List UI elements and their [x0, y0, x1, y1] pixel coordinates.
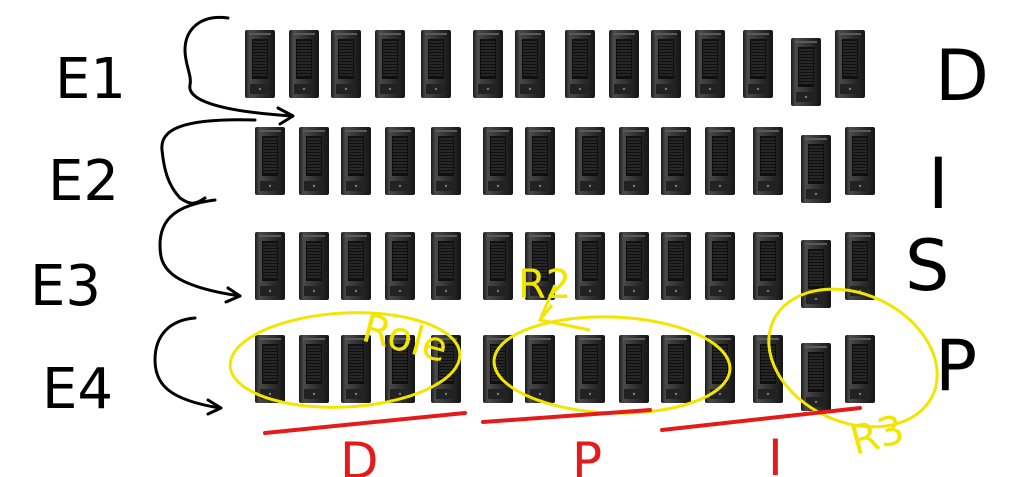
server-tower-icon [298, 126, 330, 196]
underline-1 [263, 411, 467, 435]
server-tower-icon [574, 126, 606, 196]
arrow-e4 [206, 398, 223, 416]
bottom-label-p: P [572, 432, 602, 477]
server-tower-icon [288, 29, 320, 99]
side-label-d: D [935, 35, 989, 117]
server-tower-icon [844, 126, 876, 196]
server-tower-icon [790, 37, 822, 107]
bottom-label-i: I [768, 429, 783, 477]
server-tower-icon [660, 334, 692, 404]
server-tower-icon [608, 29, 640, 99]
side-label-s: S [905, 225, 949, 307]
brace-e1 [183, 15, 294, 118]
server-tower-icon [752, 126, 784, 196]
server-tower-icon [524, 334, 556, 404]
server-tower-icon [298, 231, 330, 301]
ellipse-role [228, 311, 462, 409]
server-tower-icon [844, 334, 876, 404]
server-tower-icon [800, 342, 832, 412]
arrow-e3 [224, 286, 242, 304]
server-tower-icon [660, 231, 692, 301]
arrow-r2 [537, 284, 591, 332]
server-tower-icon [298, 334, 330, 404]
server-tower-icon [420, 29, 452, 99]
server-tower-icon [430, 126, 462, 196]
underline-strokes [263, 406, 862, 435]
server-tower-icon [524, 126, 556, 196]
server-tower-icon [618, 334, 650, 404]
server-tower-icon [330, 29, 362, 99]
server-tower-icon [514, 29, 546, 99]
server-tower-icon [254, 126, 286, 196]
server-tower-icon [254, 334, 286, 404]
server-tower-icon [800, 134, 832, 204]
brace-connectors [153, 15, 295, 416]
row-label-e3: E3 [30, 254, 101, 319]
server-tower-icon [340, 231, 372, 301]
server-tower-icon [340, 126, 372, 196]
side-label-p: P [935, 325, 977, 407]
bottom-label-d: D [340, 432, 379, 477]
server-tower-icon [742, 29, 774, 99]
server-tower-icon [800, 239, 832, 309]
underline-3 [660, 406, 862, 432]
server-grid [244, 29, 876, 412]
server-tower-icon [574, 231, 606, 301]
server-tower-icon [618, 126, 650, 196]
ellipse-r3 [767, 287, 939, 429]
server-tower-icon [694, 29, 726, 99]
server-tower-icon [430, 231, 462, 301]
server-tower-icon [574, 334, 606, 404]
server-tower-icon [482, 231, 514, 301]
underline-2 [481, 408, 652, 424]
row-label-e4: E4 [42, 357, 113, 422]
server-tower-icon [254, 231, 286, 301]
server-tower-icon [384, 231, 416, 301]
arrow-e1 [276, 106, 295, 126]
server-tower-icon [482, 126, 514, 196]
server-tower-icon [618, 231, 650, 301]
server-tower-icon [244, 29, 276, 99]
circle-label-r2: R2 [518, 262, 571, 308]
server-tower-icon [384, 126, 416, 196]
row-label-e2: E2 [48, 149, 119, 214]
server-tower-icon [650, 29, 682, 99]
server-tower-icon [752, 231, 784, 301]
circle-label-r3: R3 [846, 406, 909, 464]
server-tower-icon [704, 126, 736, 196]
server-tower-icon [472, 29, 504, 99]
server-tower-icon [482, 334, 514, 404]
server-tower-icon [660, 126, 692, 196]
circle-label-role: Role [357, 305, 452, 372]
server-tower-icon [564, 29, 596, 99]
brace-e3 [158, 198, 242, 298]
brace-e4 [153, 316, 222, 410]
highlight-ellipses [228, 284, 939, 429]
server-tower-icon [834, 29, 866, 99]
row-label-e1: E1 [55, 47, 126, 112]
side-label-i: I [928, 143, 949, 225]
server-tower-icon [374, 29, 406, 99]
server-tower-icon [704, 231, 736, 301]
brace-e2 [160, 118, 257, 205]
